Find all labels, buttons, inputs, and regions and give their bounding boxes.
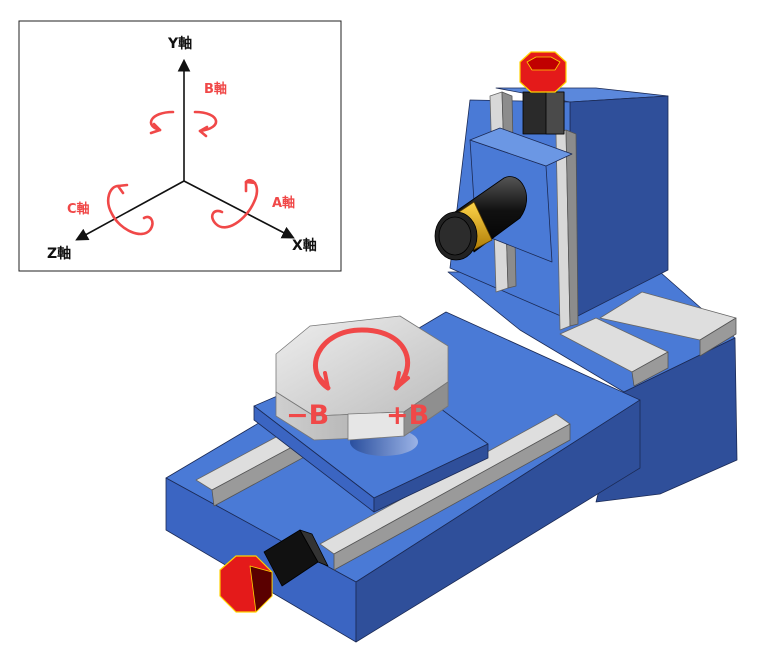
y-axis-label: Y軸: [167, 35, 192, 52]
b-rotation-arrow: [149, 110, 218, 138]
column-feed-handle: [519, 51, 567, 135]
table-feed-handle: [219, 529, 329, 613]
base-rail-right-front: [333, 423, 571, 571]
c-rotation-label: C軸: [67, 201, 90, 217]
rotary-table: [275, 315, 449, 441]
base-rail-right-2-front: [631, 351, 669, 387]
table-plate-front-right: [373, 443, 489, 513]
z-axis-label: Z軸: [47, 245, 71, 262]
a-rotation-label: A軸: [272, 195, 295, 211]
column-rail-right-side: [565, 129, 579, 327]
c-rotation-arrow: [106, 183, 154, 236]
table-rotation-arrow: [313, 327, 410, 391]
spindle-head-top: [469, 127, 573, 167]
x-axis-label: X軸: [292, 237, 317, 254]
spindle: [434, 176, 527, 261]
a-rotation-arrow: [210, 179, 259, 229]
base-lower-front-right: [355, 399, 641, 643]
plus-b-label: +B: [386, 400, 429, 431]
machine-illustration: −B +B: [165, 51, 738, 643]
base-rail-right-1-front: [699, 317, 737, 357]
x-axis-line: [183, 180, 295, 239]
axis-legend: Y軸 X軸 Z軸 B軸 A軸 C軸: [18, 20, 342, 272]
b-rotation-label: B軸: [204, 81, 227, 97]
z-axis-line: [75, 180, 185, 241]
legend-frame: [18, 20, 342, 272]
minus-b-label: −B: [286, 400, 329, 431]
